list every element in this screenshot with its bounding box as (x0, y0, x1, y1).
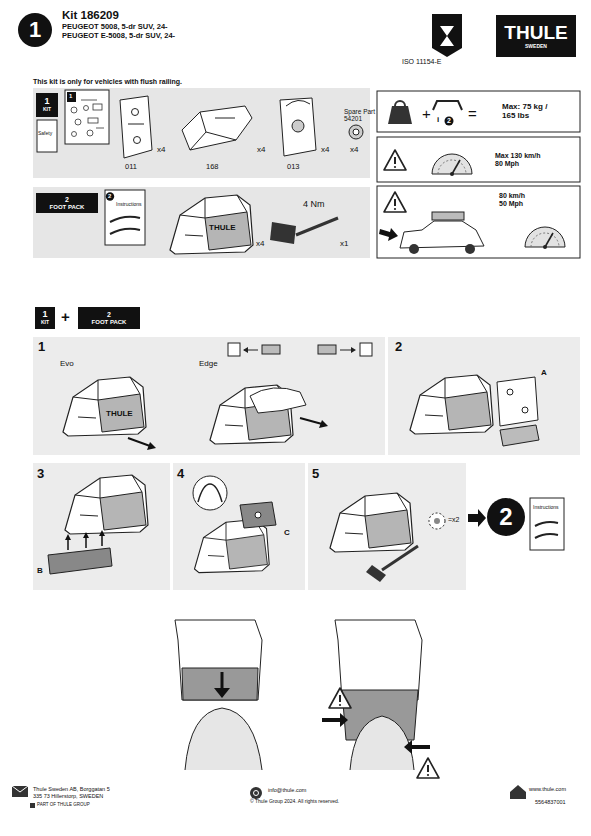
label-text: C (284, 529, 290, 538)
kit-panel (33, 88, 370, 178)
label-text: Spare Part 54201 (344, 108, 384, 122)
step-number: 2 (395, 340, 402, 354)
warranty-badge (432, 14, 462, 57)
kit-badge: 1KIT (35, 307, 55, 329)
label-text: 2 (108, 193, 111, 200)
label-text: THULE (106, 410, 133, 419)
node-text: FOOT PACK (92, 319, 127, 326)
label-text: x4 (256, 240, 264, 249)
next-step-circle: 2 (487, 498, 525, 536)
foot-pack-panel (33, 187, 370, 258)
max-speed-box: Max 130 km/h 80 Mph (377, 137, 580, 182)
max-load-box: Max: 75 kg / 165 lbs (377, 91, 580, 132)
node-text: 2 (499, 504, 512, 530)
foot-pack-badge: 2FOOT PACK (36, 193, 98, 213)
label-text: 013 (287, 163, 300, 171)
label-text: 4 Nm (303, 200, 325, 210)
node-text: FOOT PACK (50, 204, 85, 211)
node-text: Max: 75 kg / 165 lbs (502, 103, 552, 121)
label-text: =x2 (448, 516, 459, 524)
label-text: THULE (209, 224, 236, 233)
step-number: + (61, 309, 70, 326)
load-info-boxes (377, 91, 580, 258)
label-text: This kit is only for vehicles with flush… (33, 78, 182, 86)
kit-badge: 1KIT (36, 93, 58, 117)
label-text: A (541, 369, 547, 378)
node-text: Max 130 km/h 80 Mph (495, 152, 547, 167)
label-text: PART OF THULE GROUP (37, 803, 90, 808)
node-text: KIT (41, 320, 49, 326)
label-text: Evo (60, 360, 74, 369)
step-number: 4 (177, 467, 184, 481)
label-text: Edge (199, 360, 218, 369)
label-text: x4 (350, 146, 358, 155)
node-text: 80 km/h 50 Mph (499, 192, 533, 207)
step-number: = (468, 106, 477, 123)
label-text: Safety (38, 131, 52, 137)
label-text: 335 73 Hillerstorp, SWEDEN (33, 793, 103, 799)
assembly-steps (33, 337, 580, 590)
node-text: 2 (65, 196, 69, 204)
node-text: KIT (43, 107, 51, 113)
label-text: ISO 11154-E (402, 58, 441, 66)
label-text: i (437, 116, 439, 125)
footer-icons (12, 785, 526, 808)
node-text: 2 (107, 311, 111, 319)
label-text: x4 (257, 146, 265, 155)
kit-title: Kit 186209 (62, 9, 119, 22)
label-text: 168 (206, 163, 219, 171)
load-speed-warning-box: 80 km/h 50 Mph (377, 186, 580, 258)
label-text: PEUGEOT 5008, 5-dr SUV, 24- (62, 23, 168, 31)
step-number: 3 (37, 467, 44, 481)
node-text: 1 (42, 310, 47, 320)
foot-pack-badge: 2FOOT PACK (78, 307, 140, 329)
label-text: B (37, 567, 43, 576)
step-number: + (422, 106, 431, 123)
label-text: Instructions (116, 202, 142, 208)
label-text: © Thule Group 2024. All rights reserved. (250, 799, 339, 805)
label-text: 2 (447, 117, 451, 125)
label-text: x4 (157, 146, 165, 155)
label-text: 011 (125, 163, 137, 171)
node-text: 1 (29, 18, 41, 42)
label-text: info@thule.com (268, 787, 306, 793)
label-text: x4 (321, 146, 329, 155)
node-text: 1 (44, 97, 49, 107)
node-text: SWEDEN (525, 44, 547, 50)
label-text: x1 (340, 240, 348, 249)
brand-logo: THULESWEDEN (496, 15, 576, 57)
label-text: www.thule.com (529, 786, 566, 792)
label-text: 1 (69, 93, 72, 100)
page-number-circle: 1 (18, 13, 52, 47)
label-text: Thule Sweden AB, Borggatan 5 (33, 786, 110, 792)
step-number: 1 (38, 340, 45, 354)
label-text: 5564837001 (535, 799, 566, 805)
node-text: THULE (504, 23, 567, 44)
fitting-check-views (175, 620, 439, 778)
label-text: PEUGEOT E-5008, 5-dr SUV, 24- (62, 32, 175, 40)
step-number: 5 (312, 467, 319, 481)
label-text: Instructions (533, 505, 559, 511)
